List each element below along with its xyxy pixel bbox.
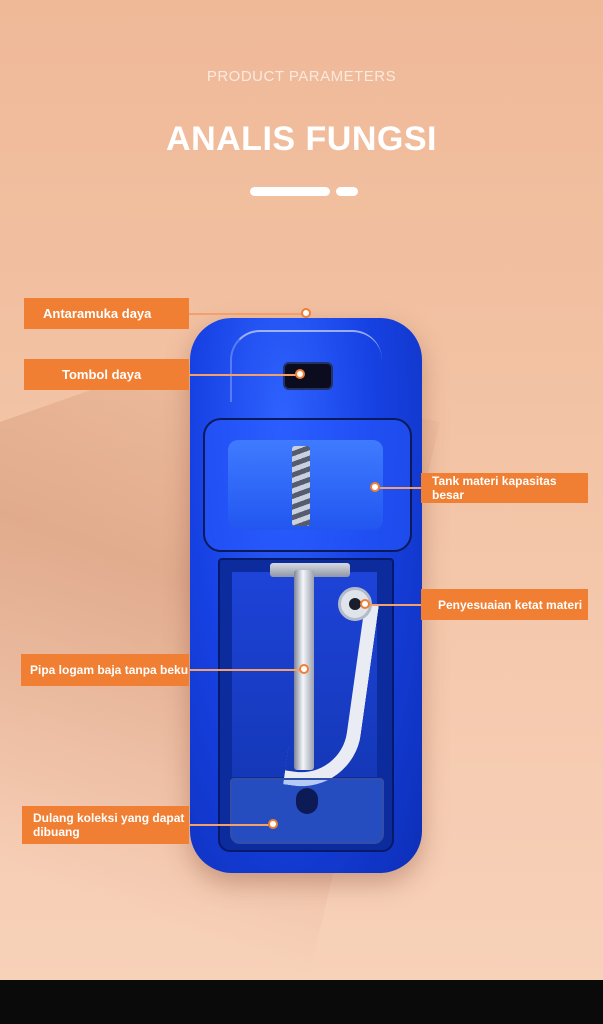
callout-line — [380, 487, 421, 489]
title-underline-long — [250, 187, 330, 196]
section-subtitle: PRODUCT PARAMETERS — [206, 68, 397, 85]
callout-power-button: Tombol daya — [24, 359, 189, 390]
callout-line — [370, 604, 421, 606]
device-highlight — [230, 330, 382, 402]
callout-tightness: Penyesuaian ketat materi — [421, 589, 588, 620]
callout-power-interface: Antaramuka daya — [24, 298, 189, 329]
callout-label: Pipa logam baja tanpa beku — [30, 663, 189, 677]
callout-label: Penyesuaian ketat materi — [438, 597, 583, 612]
callout-line — [189, 313, 302, 315]
callout-label: Tank materi kapasitas besar — [432, 474, 557, 502]
callout-dot — [360, 599, 370, 609]
callout-dot — [370, 482, 380, 492]
callout-line — [189, 824, 269, 826]
callout-line — [189, 374, 296, 376]
callout-label: Antaramuka daya — [43, 306, 152, 321]
tray-slot — [296, 788, 318, 814]
page-title: ANALIS FUNGSI — [166, 120, 437, 158]
bottom-strip — [0, 980, 603, 1024]
callout-dot — [268, 819, 278, 829]
callout-tank: Tank materi kapasitas besar — [421, 473, 588, 503]
callout-pipe: Pipa logam baja tanpa beku — [21, 654, 189, 686]
callout-dot — [295, 369, 305, 379]
title-underline-short — [336, 187, 358, 196]
callout-line — [189, 669, 300, 671]
callout-dot — [299, 664, 309, 674]
callout-label-line2: dibuang — [33, 825, 80, 839]
power-button-graphic — [283, 362, 333, 390]
callout-label-line1: Dulang koleksi yang dapat — [33, 811, 185, 825]
callout-label: Tombol daya — [62, 367, 142, 382]
callout-dot — [301, 308, 311, 318]
auger-screw — [292, 446, 310, 526]
callout-collection-tray: Dulang koleksi yang dapat dibuang — [22, 806, 189, 844]
